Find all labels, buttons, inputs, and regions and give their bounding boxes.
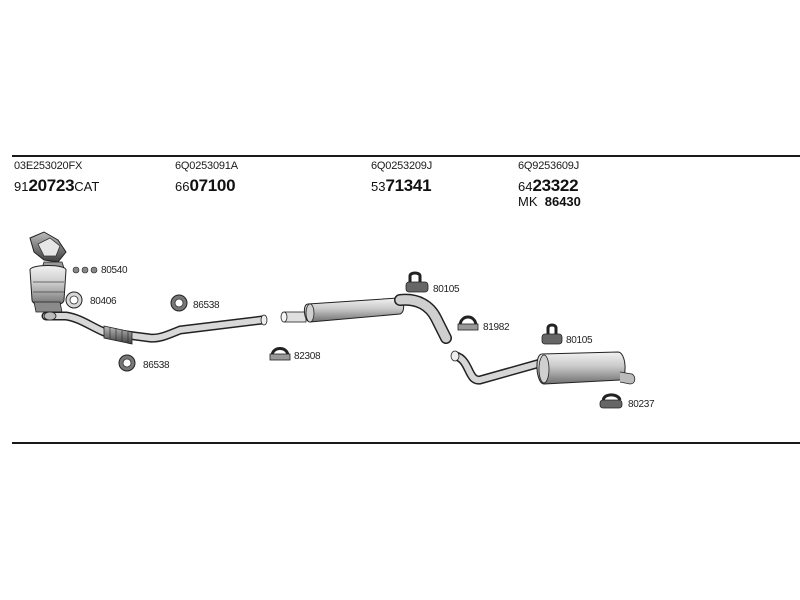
article-number-catalytic-converter: 9120723CAT: [14, 176, 99, 196]
oe-number-middle-silencer: 6Q0253209J: [371, 160, 432, 172]
front-pipe: [41, 311, 268, 345]
mounting-kit-number: MK 86430: [518, 194, 581, 209]
part-label-80406: 80406: [90, 296, 117, 307]
rear-silencer: [450, 350, 636, 385]
part-label-86538-upper: 86538: [193, 300, 220, 311]
article-main: 71341: [385, 176, 432, 195]
article-main: 20723: [28, 176, 75, 195]
article-number-rear-silencer: 6423322: [518, 176, 579, 196]
mounting-kit-value: 86430: [544, 194, 581, 209]
part-label-86538-lower: 86538: [143, 360, 170, 371]
part-label-81982: 81982: [483, 322, 510, 333]
article-prefix: 66: [175, 179, 190, 194]
article-number-front-pipe: 6607100: [175, 176, 236, 196]
article-prefix: 53: [371, 179, 386, 194]
article-prefix: 64: [518, 179, 533, 194]
article-prefix: 91: [14, 179, 29, 194]
hanger-80105-upper: [405, 271, 429, 293]
clamp-81982: [457, 315, 479, 331]
catalytic-converter: [29, 231, 67, 313]
clamp-82308: [269, 347, 291, 361]
clamp-86538-lower: [118, 354, 136, 372]
oe-number-catalytic-converter: 03E253020FX: [14, 160, 83, 172]
frame-bottom-line: [12, 442, 800, 444]
hanger-80105-lower: [541, 323, 563, 345]
part-label-80105-lower: 80105: [566, 335, 593, 346]
part-label-80105-upper: 80105: [433, 284, 460, 295]
hanger-80237: [599, 393, 623, 409]
part-label-80237: 80237: [628, 399, 655, 410]
gasket-set-80540: [72, 266, 98, 274]
part-label-80540: 80540: [101, 265, 128, 276]
gasket-80406: [65, 291, 83, 309]
oe-number-front-pipe: 6Q0253091A: [175, 160, 238, 172]
part-label-82308: 82308: [294, 351, 321, 362]
middle-silencer: [280, 293, 452, 344]
clamp-86538-upper: [170, 294, 188, 312]
frame-top-line: [12, 155, 800, 157]
article-main: 23322: [532, 176, 579, 195]
oe-number-rear-silencer: 6Q9253609J: [518, 160, 579, 172]
mounting-kit-prefix: MK: [518, 194, 538, 209]
article-main: 07100: [189, 176, 236, 195]
article-number-middle-silencer: 5371341: [371, 176, 432, 196]
article-suffix: CAT: [74, 179, 100, 194]
